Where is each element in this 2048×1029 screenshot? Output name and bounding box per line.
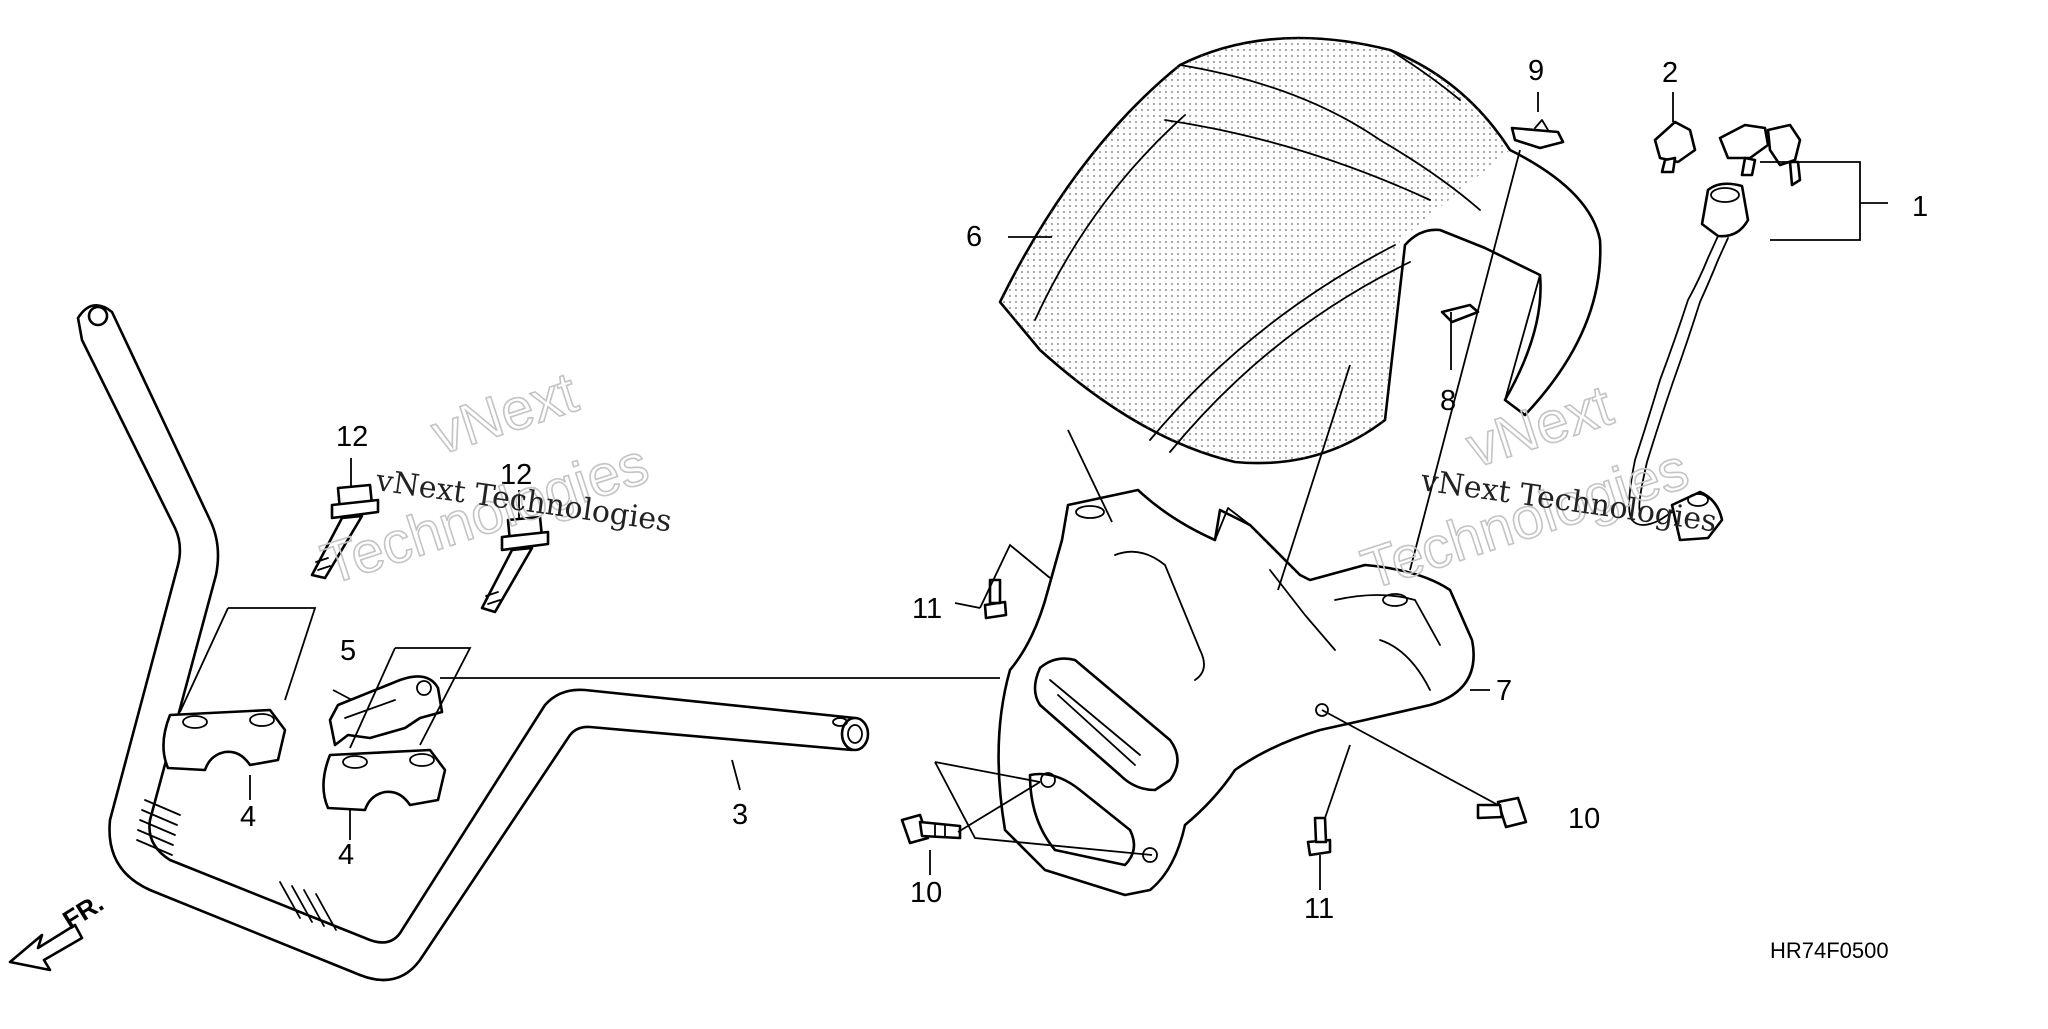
callout-4-left: 4 [240, 801, 256, 833]
callout-11-left: 11 [912, 593, 942, 625]
callout-12-left: 12 [336, 421, 368, 453]
tapping-screw-11-left [983, 578, 1008, 620]
flange-bolt-12-left [310, 483, 380, 580]
callout-10-left: 10 [910, 877, 942, 909]
grip-rings-right [279, 881, 337, 931]
tapping-screw-11-right [1306, 816, 1332, 857]
callout-11-right: 11 [1304, 893, 1334, 925]
handlebar-upper-cover [998, 36, 1602, 465]
callout-3: 3 [732, 799, 748, 831]
callout-8: 8 [1440, 385, 1456, 417]
clip-2 [1653, 120, 1697, 174]
watermark-left: vNext Technologies vNext Technologies [313, 359, 674, 598]
flange-bolt-10-right [1476, 796, 1528, 829]
flange-bolt-12-right [480, 515, 550, 614]
callout-2: 2 [1662, 57, 1678, 89]
clip-9 [1510, 119, 1565, 150]
handlebar [76, 304, 870, 982]
callout-6: 6 [966, 221, 982, 253]
callout-1: 1 [1912, 191, 1928, 223]
handlebar-upper-holder-left [162, 708, 287, 772]
grommet [1440, 303, 1480, 324]
front-direction-label: FR. [57, 887, 108, 935]
callout-5: 5 [340, 635, 356, 667]
svg-text:vNext: vNext [424, 360, 585, 468]
callout-12-right: 12 [500, 459, 532, 491]
callout-9: 9 [1528, 55, 1544, 87]
callout-7: 7 [1496, 675, 1512, 707]
flange-bolt-10-left [900, 813, 962, 845]
grip-rings-left [136, 799, 181, 856]
callout-10-right: 10 [1568, 803, 1600, 835]
bracket [328, 675, 444, 747]
leader-lines [179, 92, 1888, 890]
callout-4-right: 4 [338, 839, 354, 871]
front-direction-arrow: FR. [8, 887, 109, 972]
handlebar-upper-holder-right [322, 748, 447, 812]
ignition-switch-assembly [1628, 123, 1802, 542]
diagram-code: HR74F0500 [1770, 938, 1889, 963]
handlebar-lower-cover [997, 488, 1475, 897]
